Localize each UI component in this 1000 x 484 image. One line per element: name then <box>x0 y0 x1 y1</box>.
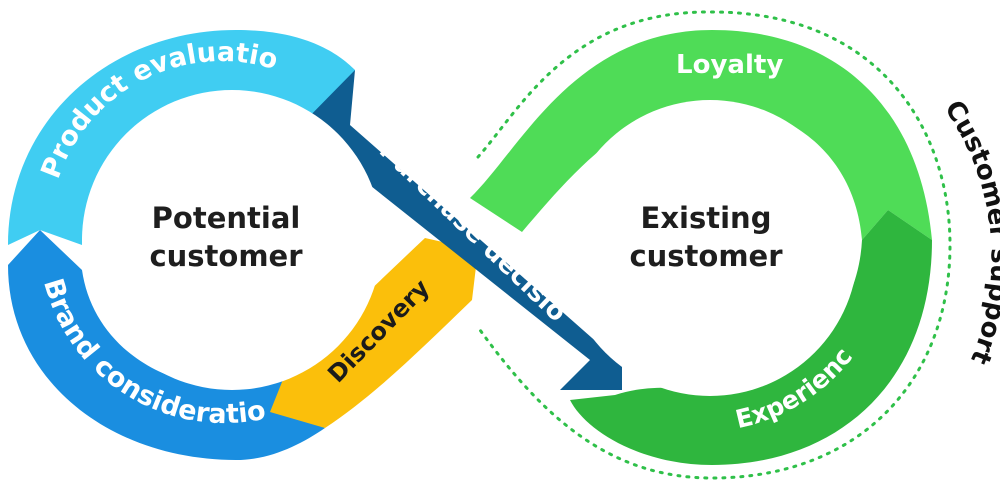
left-inner-circle <box>82 90 382 390</box>
experience-band <box>570 210 932 465</box>
right-center-line1: Existing <box>641 201 772 235</box>
right-inner-circle <box>562 100 858 396</box>
loyalty-band <box>470 30 932 240</box>
purchase-decision-arrow <box>298 70 622 390</box>
loyalty-label: Loyalty <box>676 50 783 80</box>
discovery-band <box>270 238 478 428</box>
left-center-line1: Potential <box>152 201 301 235</box>
left-center-line2: customer <box>149 239 303 273</box>
brand-consideration-band <box>8 230 325 460</box>
customer-support-label: Customer support <box>938 95 1000 368</box>
product-evaluation-band <box>8 30 355 245</box>
right-center-line2: customer <box>629 239 783 273</box>
